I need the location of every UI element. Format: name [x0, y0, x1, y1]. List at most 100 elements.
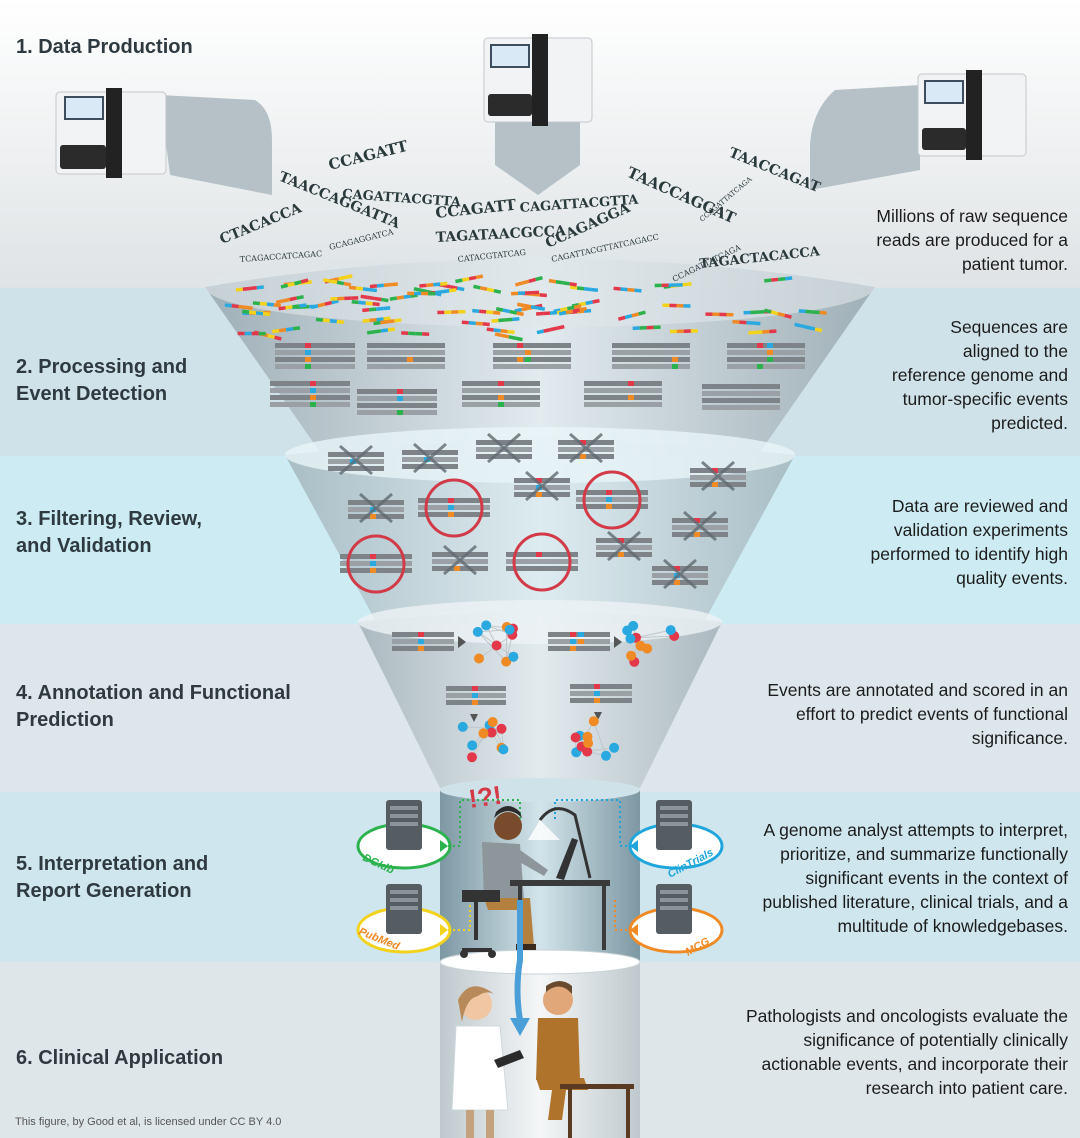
read-bar-segment	[414, 291, 422, 296]
read-bar-segment	[426, 283, 434, 288]
read-bar-segment	[299, 303, 307, 308]
variant-mark	[578, 639, 584, 644]
network-node	[472, 626, 483, 637]
read-bar-segment	[583, 286, 592, 292]
read-bar	[617, 310, 646, 321]
alignment-row	[570, 684, 632, 689]
read-bar-segment	[287, 281, 295, 288]
read-bar-segment	[762, 329, 770, 334]
read-bar	[514, 275, 543, 287]
read-bar	[348, 285, 378, 293]
read-bar-segment	[753, 321, 761, 326]
alignment-row	[367, 357, 445, 362]
alignment-row	[476, 440, 532, 445]
read-bar-segment	[383, 316, 391, 321]
network-node	[496, 723, 507, 734]
read-bar-segment	[351, 296, 359, 300]
read-bar	[362, 316, 391, 323]
knowledgebase-clintrials: ClinTrials	[628, 800, 724, 881]
network-edge	[462, 726, 502, 730]
read-bar-segment	[798, 309, 806, 314]
read-bar-segment	[351, 299, 359, 305]
read-bar-segment	[278, 328, 287, 333]
network-node	[570, 732, 581, 743]
network-node	[626, 650, 637, 661]
alignment-row	[584, 381, 662, 386]
read-bar-segment	[493, 310, 501, 315]
read-bar-segment	[509, 309, 518, 315]
read-bar	[794, 322, 823, 333]
read-bar	[224, 303, 253, 310]
read-bar-segment	[676, 329, 684, 334]
alignment-block	[418, 498, 490, 517]
variant-mark	[310, 395, 316, 400]
read-bar-segment	[387, 327, 396, 332]
read-bar-segment	[590, 287, 599, 292]
variant-mark	[498, 395, 504, 400]
read-bar-segment	[750, 310, 758, 315]
read-bar-segment	[376, 317, 384, 322]
read-bar	[763, 308, 792, 319]
read-bar-segment	[248, 310, 257, 315]
read-bar-segment	[819, 310, 827, 315]
read-bar-segment	[690, 329, 698, 333]
alignment-row	[702, 384, 780, 389]
read-bar-segment	[662, 303, 670, 308]
read-bar-segment	[366, 330, 375, 335]
variant-mark	[448, 498, 454, 503]
variant-mark	[672, 357, 678, 362]
variant-mark	[606, 490, 612, 495]
read-bar-segment	[675, 283, 683, 287]
alignment-row	[275, 350, 355, 355]
read-bar-segment	[376, 306, 384, 311]
arrow-down	[594, 712, 602, 720]
read-bar-segment	[282, 297, 291, 303]
read-bar-segment	[486, 287, 495, 293]
read-bar-segment	[794, 322, 802, 328]
knowledgebase-pubmed: PubMed	[356, 884, 452, 954]
read-bar-segment	[712, 312, 720, 317]
network-node	[491, 640, 502, 651]
read-bar-segment	[458, 309, 466, 314]
variant-mark	[674, 566, 680, 571]
variant-mark	[370, 568, 376, 573]
read-bar-segment	[569, 282, 577, 287]
variant-mark	[305, 364, 311, 369]
alignment-block	[576, 490, 648, 509]
read-bar-segment	[300, 278, 309, 284]
read-bar-segment	[624, 314, 633, 320]
read-bar	[315, 317, 344, 324]
reject-cross	[683, 510, 717, 542]
read-bar-segment	[805, 309, 813, 314]
alignment-row	[584, 402, 662, 407]
colored-read-bars	[224, 274, 827, 342]
read-bar-segment	[369, 287, 378, 293]
read-bar	[366, 327, 396, 335]
read-bar-segment	[231, 304, 239, 309]
alignment-block	[506, 552, 578, 571]
read-bar-segment	[491, 318, 499, 323]
alignment-block	[275, 343, 355, 369]
alignment-row	[357, 403, 437, 408]
read-bar-segment	[500, 329, 508, 334]
variant-mark	[606, 497, 612, 502]
read-bar-segment	[528, 277, 537, 283]
alignment-row	[432, 552, 488, 557]
alignment-block	[702, 384, 780, 410]
read-bar	[241, 309, 271, 317]
variant-mark	[674, 580, 680, 585]
read-bar	[271, 326, 301, 334]
alignment-row	[328, 466, 384, 471]
read-bar-segment	[523, 303, 532, 309]
read-bar-segment	[746, 320, 754, 325]
read-bar-segment	[634, 288, 642, 293]
alignment-row	[548, 646, 610, 651]
variant-mark	[536, 492, 542, 497]
read-bar-segment	[661, 283, 669, 288]
read-bar-segment	[562, 281, 570, 286]
read-bar	[252, 301, 281, 308]
read-bar	[494, 332, 523, 342]
network-node	[665, 625, 676, 636]
read-bar	[275, 294, 304, 305]
read-bar-segment	[442, 289, 450, 294]
